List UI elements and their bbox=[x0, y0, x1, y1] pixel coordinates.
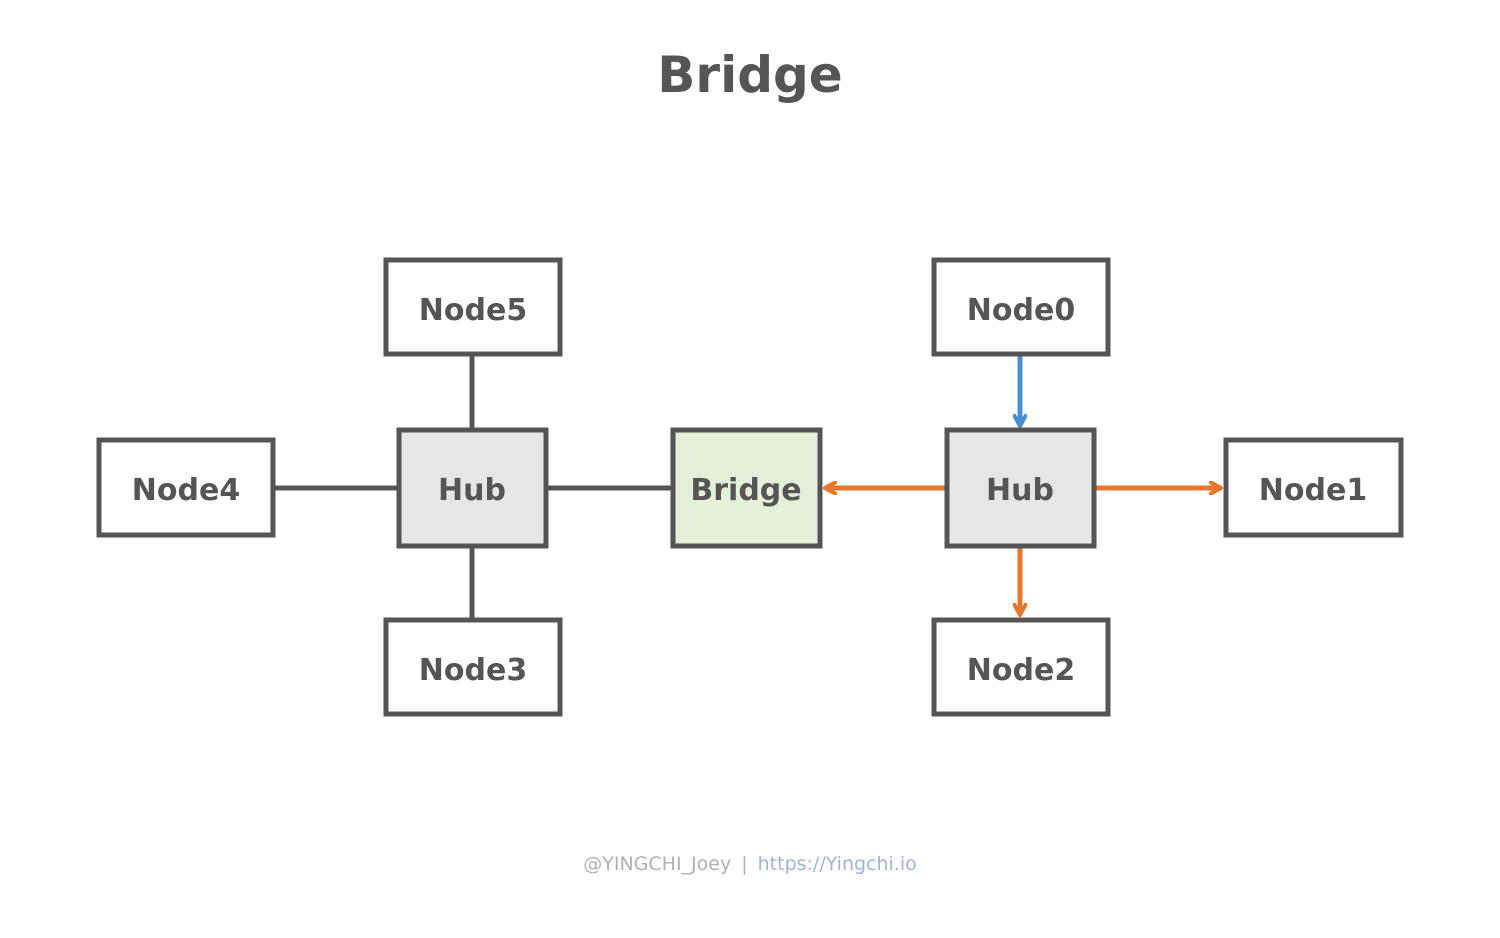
footer-url-link[interactable]: https://Yingchi.io bbox=[757, 853, 917, 875]
diagram-title: Bridge bbox=[657, 46, 843, 104]
node3-box: Node3 bbox=[383, 617, 563, 717]
hub-right-box: Hub bbox=[944, 427, 1097, 549]
node1-box: Node1 bbox=[1223, 437, 1404, 538]
hub-left-box: Hub bbox=[396, 427, 549, 549]
bridge-box: Bridge bbox=[670, 427, 823, 549]
hub-right-label: Hub bbox=[986, 473, 1054, 508]
node1-label: Node1 bbox=[1259, 473, 1367, 508]
footer: @YINGCHI_Joey | https://Yingchi.io bbox=[0, 850, 1500, 878]
node4-box: Node4 bbox=[96, 437, 276, 538]
footer-handle: @YINGCHI_Joey bbox=[583, 853, 732, 875]
node0-box: Node0 bbox=[931, 257, 1111, 357]
hub-left-label: Hub bbox=[438, 473, 506, 508]
node2-box: Node2 bbox=[931, 617, 1111, 717]
bridge-label: Bridge bbox=[690, 473, 801, 508]
node4-label: Node4 bbox=[132, 473, 240, 508]
node5-label: Node5 bbox=[419, 293, 527, 328]
node3-label: Node3 bbox=[419, 653, 527, 688]
node2-label: Node2 bbox=[967, 653, 1075, 688]
footer-separator: | bbox=[741, 853, 748, 875]
node0-label: Node0 bbox=[967, 293, 1075, 328]
node5-box: Node5 bbox=[383, 257, 563, 357]
